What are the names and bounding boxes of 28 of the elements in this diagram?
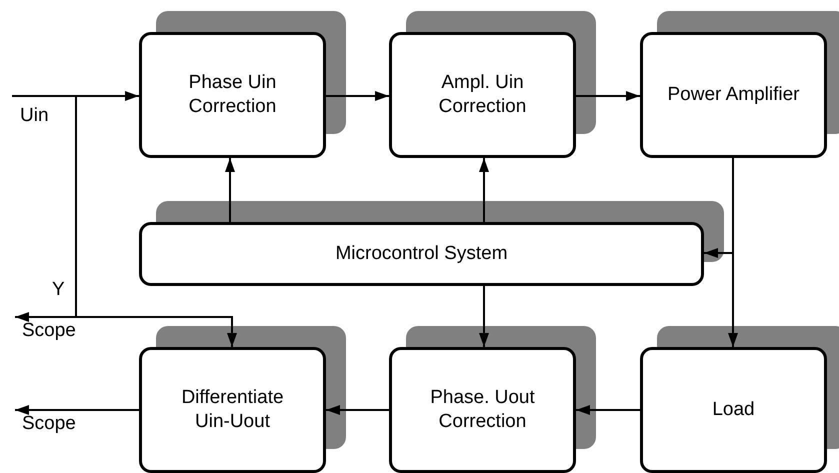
arrow bbox=[479, 286, 489, 347]
arrow bbox=[576, 405, 640, 415]
box-text: Differentiate Uin-Uout bbox=[180, 386, 285, 434]
process-box bbox=[389, 347, 576, 473]
process-box bbox=[139, 222, 704, 286]
box-text: Phase Uin Correction bbox=[188, 71, 278, 119]
box-text: Ampl. Uin Correction bbox=[438, 71, 528, 119]
arrow bbox=[225, 158, 235, 222]
arrow bbox=[12, 95, 237, 347]
arrow bbox=[576, 91, 640, 101]
box-text: Load bbox=[712, 398, 755, 422]
terminal-label: Scope bbox=[22, 412, 76, 436]
box-text: Phase. Uout Correction bbox=[429, 386, 536, 434]
box-text: Power Amplifier bbox=[668, 83, 800, 107]
process-box bbox=[640, 32, 827, 158]
process-box bbox=[640, 347, 827, 473]
terminal-label: Scope bbox=[22, 319, 76, 343]
arrow bbox=[704, 158, 734, 258]
edge-label: Uin bbox=[20, 106, 49, 125]
edge-label: Y bbox=[52, 280, 65, 299]
process-box bbox=[389, 32, 576, 158]
arrow bbox=[15, 405, 139, 415]
arrow bbox=[326, 91, 389, 101]
box-text: Microcontrol System bbox=[335, 242, 508, 266]
process-box bbox=[139, 347, 326, 473]
arrow bbox=[326, 405, 389, 415]
arrow bbox=[479, 158, 489, 222]
process-box bbox=[139, 32, 326, 158]
